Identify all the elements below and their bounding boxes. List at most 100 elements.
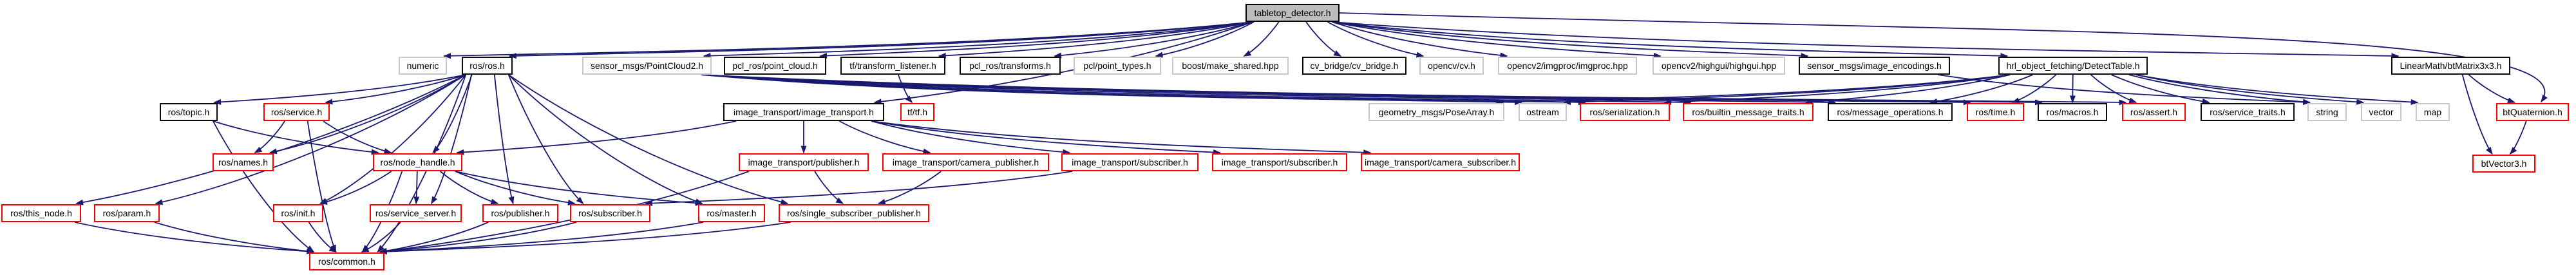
graph-node-it_subscriber_b[interactable]: image_transport/subscriber.h <box>1212 153 1347 171</box>
graph-node-label: ros/service_server.h <box>375 208 457 218</box>
graph-node-label: opencv/cv.h <box>1428 61 1475 71</box>
edge-it_image_transport-to-node_handle <box>456 120 737 155</box>
graph-node-label: ros/init.h <box>281 208 316 218</box>
graph-node-root[interactable]: tabletop_detector.h <box>1245 4 1340 22</box>
graph-node-time[interactable]: ros/time.h <box>1967 103 2024 121</box>
edge-root-to-btquaternion <box>1339 12 2548 103</box>
graph-node-param[interactable]: ros/param.h <box>94 204 160 222</box>
edge-root-to-pcl_point_cloud <box>819 21 1253 59</box>
edge-root-to-opencv_cv <box>1327 21 1425 58</box>
edge-ssp-to-common <box>379 222 791 255</box>
graph-node-tf_tf[interactable]: tf/tf.h <box>900 103 934 121</box>
graph-node-cv_bridge[interactable]: cv_bridge/cv_bridge.h <box>1302 57 1406 75</box>
graph-node-opencv_imgproc[interactable]: opencv2/imgproc/imgproc.hpp <box>1498 57 1637 75</box>
graph-node-detect_table[interactable]: hrl_object_fetching/DetectTable.h <box>1998 57 2148 75</box>
graph-node-ros_h[interactable]: ros/ros.h <box>462 57 513 75</box>
edge-this_node-to-common <box>74 222 315 254</box>
edge-pointcloud2-to-serialization <box>701 74 1586 106</box>
graph-node-assert[interactable]: ros/assert.h <box>2122 103 2186 121</box>
graph-node-opencv_cv[interactable]: opencv/cv.h <box>1419 57 1484 75</box>
graph-node-numeric[interactable]: numeric <box>399 57 447 75</box>
edge-service-to-node_handle <box>323 120 392 154</box>
graph-node-node_handle[interactable]: ros/node_handle.h <box>373 153 462 171</box>
graph-node-label: sensor_msgs/PointCloud2.h <box>590 61 704 71</box>
graph-node-boost_make_shared[interactable]: boost/make_shared.hpp <box>1172 57 1289 75</box>
edge-btmatrix-to-btquaternion <box>2468 74 2515 104</box>
graph-node-label: ros/topic.h <box>167 107 210 117</box>
graph-node-label: ros/service_traits.h <box>2210 107 2286 117</box>
edge-ros_h-to-publisher <box>493 74 515 205</box>
graph-node-tf_listener[interactable]: tf/transform_listener.h <box>840 57 945 75</box>
edge-ros_h-to-topic <box>213 74 466 105</box>
graph-node-this_node[interactable]: ros/this_node.h <box>1 204 81 222</box>
edge-root-to-opencv_imgproc <box>1332 21 1508 59</box>
edge-detect_table-to-service_traits <box>2111 74 2210 104</box>
edge-ros_h-to-param <box>155 74 466 205</box>
edge-detect_table-to-map <box>2136 74 2419 105</box>
graph-node-label: ros/builtin_message_traits.h <box>1692 107 1804 117</box>
graph-node-label: opencv2/highgui/highgui.hpp <box>1661 61 1777 71</box>
edge-it_publisher-to-ssp <box>814 171 844 204</box>
graph-node-macros[interactable]: ros/macros.h <box>2038 103 2107 121</box>
graph-node-map[interactable]: map <box>2416 103 2450 121</box>
graph-node-btquaternion[interactable]: btQuaternion.h <box>2496 103 2569 121</box>
graph-node-names[interactable]: ros/names.h <box>213 153 274 171</box>
graph-node-it_subscriber_a[interactable]: image_transport/subscriber.h <box>1061 153 1198 171</box>
graph-node-topic[interactable]: ros/topic.h <box>160 103 218 121</box>
graph-node-subscriber[interactable]: ros/subscriber.h <box>570 204 650 222</box>
graph-node-ssp[interactable]: ros/single_subscriber_publisher.h <box>779 204 929 222</box>
graph-node-serialization[interactable]: ros/serialization.h <box>1580 103 1670 121</box>
graph-node-ostream[interactable]: ostream <box>1519 103 1567 121</box>
edge-it_image_transport-to-it_camera_publisher <box>838 120 931 155</box>
graph-node-btmatrix[interactable]: LinearMath/btMatrix3x3.h <box>2391 57 2510 75</box>
edge-pointcloud2-to-msg_ops <box>701 74 1837 106</box>
graph-node-pointcloud2[interactable]: sensor_msgs/PointCloud2.h <box>582 57 712 75</box>
graph-node-label: ros/common.h <box>318 256 375 267</box>
edge-node_handle-to-master <box>455 171 703 206</box>
graph-node-opencv_highgui[interactable]: opencv2/highgui/highgui.hpp <box>1653 57 1785 75</box>
edge-root-to-ros_h <box>508 21 1253 59</box>
graph-node-label: ros/time.h <box>1975 107 2016 117</box>
graph-node-label: ros/node_handle.h <box>380 157 455 167</box>
graph-node-common[interactable]: ros/common.h <box>309 252 384 270</box>
graph-node-label: ros/serialization.h <box>1589 107 1660 117</box>
graph-node-label: cv_bridge/cv_bridge.h <box>1310 61 1399 71</box>
graph-node-string[interactable]: string <box>2307 103 2347 121</box>
graph-node-pose_array[interactable]: geometry_msgs/PoseArray.h <box>1368 103 1504 121</box>
edge-detect_table-to-ostream <box>1563 74 2011 106</box>
graph-node-btvector3[interactable]: btVector3.h <box>2472 155 2535 173</box>
graph-node-label: opencv2/imgproc/imgproc.hpp <box>1507 61 1628 71</box>
graph-node-service_server[interactable]: ros/service_server.h <box>370 204 462 222</box>
graph-node-image_encodings[interactable]: sensor_msgs/image_encodings.h <box>1799 57 1950 75</box>
graph-node-label: ros/service.h <box>270 107 323 117</box>
graph-node-builtin_traits[interactable]: ros/builtin_message_traits.h <box>1683 103 1814 121</box>
graph-node-it_camera_publisher[interactable]: image_transport/camera_publisher.h <box>882 153 1049 171</box>
edge-root-to-pointcloud2 <box>703 21 1253 59</box>
graph-node-service_traits[interactable]: ros/service_traits.h <box>2201 103 2295 121</box>
edge-service_server-to-common <box>361 222 401 252</box>
edge-ros_h-to-common <box>377 74 467 253</box>
graph-node-it_image_transport[interactable]: image_transport/image_transport.h <box>723 103 884 121</box>
graph-node-it_camera_subscriber[interactable]: image_transport/camera_subscriber.h <box>1361 153 1520 171</box>
edge-detect_table-to-vector <box>2136 74 2365 105</box>
graph-node-publisher[interactable]: ros/publisher.h <box>482 204 558 222</box>
edge-ros_h-to-ssp <box>508 74 789 205</box>
graph-node-service[interactable]: ros/service.h <box>263 103 330 121</box>
graph-node-label: ros/macros.h <box>2046 107 2099 117</box>
graph-node-msg_ops[interactable]: ros/message_operations.h <box>1828 103 1953 121</box>
edge-detect_table-to-assert <box>2090 74 2137 104</box>
edge-service-to-names <box>254 120 285 153</box>
graph-node-pcl_point_cloud[interactable]: pcl_ros/point_cloud.h <box>724 57 826 75</box>
graph-node-init[interactable]: ros/init.h <box>273 204 323 222</box>
graph-node-vector[interactable]: vector <box>2361 103 2401 121</box>
graph-node-it_publisher[interactable]: image_transport/publisher.h <box>739 153 869 171</box>
graph-node-master[interactable]: ros/master.h <box>698 204 765 222</box>
graph-node-pcl_transforms[interactable]: pcl_ros/transforms.h <box>960 57 1061 75</box>
edge-init-to-common <box>308 222 337 252</box>
edge-it_image_transport-to-it_subscriber_b <box>871 120 1222 155</box>
edge-topic-to-node_handle <box>213 120 379 155</box>
graph-node-pcl_point_types[interactable]: pcl/point_types.h <box>1074 57 1161 75</box>
graph-node-label: tabletop_detector.h <box>1254 8 1331 18</box>
edge-root-to-opencv_highgui <box>1332 21 1662 59</box>
